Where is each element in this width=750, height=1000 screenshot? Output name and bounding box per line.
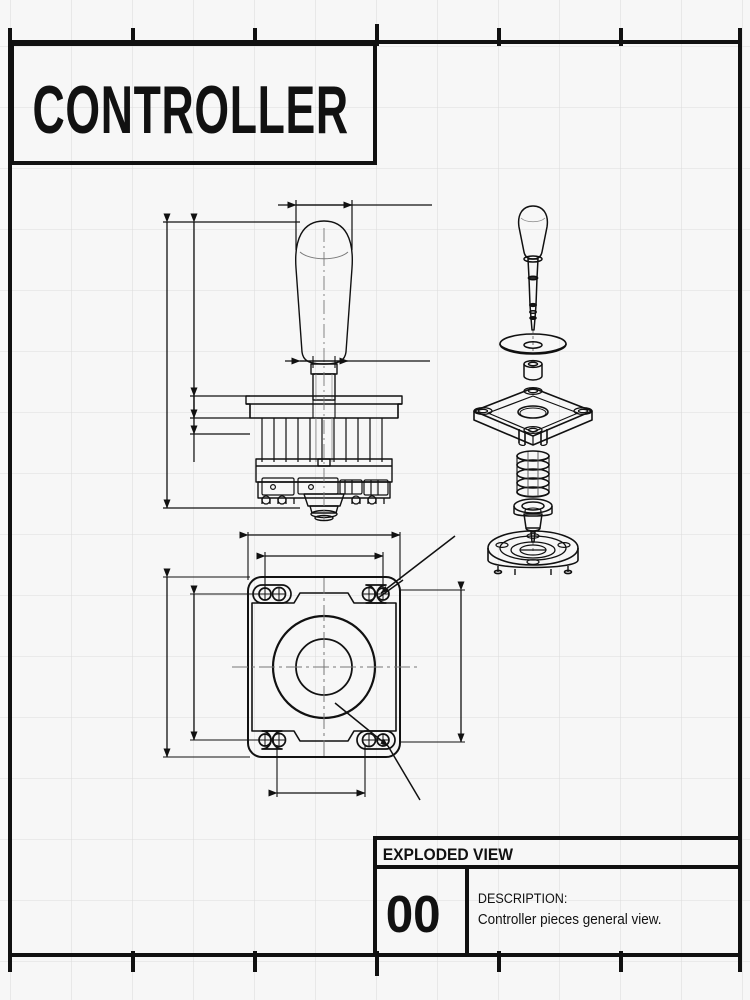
exploded-mounting-plate: [473, 386, 593, 446]
joystick-exploded-view: [473, 205, 593, 575]
title-block: [373, 836, 742, 957]
page-title: CONTROLLER: [33, 72, 349, 148]
leader-lines: [334, 535, 456, 801]
plan-view-centerlines: [232, 578, 418, 758]
joystick-side-view: [245, 220, 403, 522]
switch-base-assembly: [487, 530, 579, 575]
dust-washer: [499, 333, 567, 355]
spring: [516, 450, 550, 498]
view-label: EXPLODED VIEW: [383, 845, 514, 864]
sheet-number: 00: [386, 885, 441, 943]
description-label: DESCRIPTION:: [478, 890, 567, 906]
title-box: [10, 42, 377, 165]
retainer-bushing: [523, 359, 543, 381]
description-text: Controller pieces general view.: [478, 911, 662, 928]
side-view-dimensions: [163, 200, 432, 509]
bottom-view-dimensions: [163, 531, 465, 801]
